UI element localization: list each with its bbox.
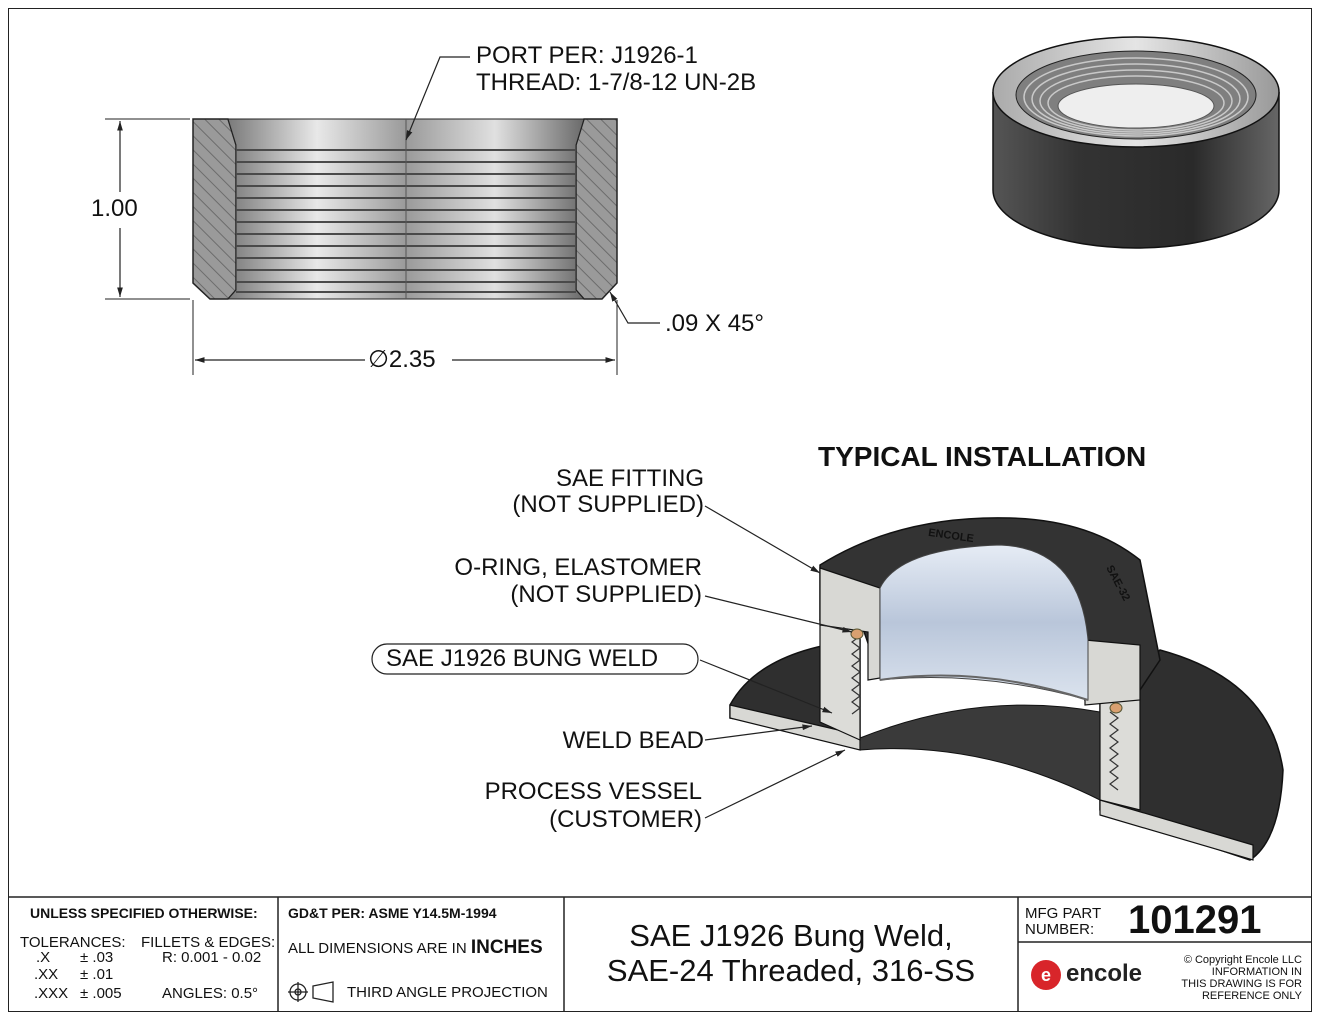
tol-x-value: ± .03 bbox=[80, 949, 114, 966]
label-bung-weld: SAE J1926 BUNG WELD bbox=[386, 645, 659, 672]
unless-specified: UNLESS SPECIFIED OTHERWISE: bbox=[30, 905, 258, 921]
gdt-standard: GD&T PER: ASME Y14.5M-1994 bbox=[288, 905, 497, 921]
copyright-line3: THIS DRAWING IS FOR bbox=[1181, 978, 1302, 990]
height-dimension: 1.00 bbox=[91, 195, 138, 222]
angles: ANGLES: 0.5° bbox=[162, 985, 259, 1002]
copyright-line4: REFERENCE ONLY bbox=[1201, 990, 1302, 1002]
label-process-vessel: PROCESS VESSEL bbox=[484, 778, 702, 805]
tol-xxx: .XXX bbox=[34, 985, 69, 1002]
dimensions-note: ALL DIMENSIONS ARE IN INCHES bbox=[288, 937, 543, 958]
encole-logo-icon: e bbox=[1031, 960, 1061, 990]
logo-wordmark: encole bbox=[1066, 960, 1143, 987]
tol-x: .X bbox=[36, 949, 51, 966]
label-process-vessel-note: (CUSTOMER) bbox=[549, 806, 702, 833]
svg-text:e: e bbox=[1041, 965, 1051, 985]
fillets-label: FILLETS & EDGES: bbox=[141, 934, 276, 951]
projection-note: THIRD ANGLE PROJECTION bbox=[347, 984, 548, 1001]
label-o-ring-note: (NOT SUPPLIED) bbox=[510, 581, 702, 608]
drawing-title-line2: SAE-24 Threaded, 316-SS bbox=[606, 953, 976, 988]
copyright-line2: INFORMATION IN bbox=[1211, 966, 1302, 978]
port-callout-line1: PORT PER: J1926-1 bbox=[476, 42, 698, 69]
chamfer-dimension: .09 X 45° bbox=[665, 310, 764, 337]
tolerances-label: TOLERANCES: bbox=[20, 934, 126, 951]
title-block-lines bbox=[8, 896, 1312, 1012]
mfg-number-label: NUMBER: bbox=[1025, 921, 1095, 938]
tol-xx-value: ± .01 bbox=[80, 966, 114, 983]
label-weld-bead: WELD BEAD bbox=[562, 727, 704, 754]
mfg-part-label: MFG PART bbox=[1025, 905, 1102, 922]
diameter-dimension: ∅2.35 bbox=[368, 346, 436, 373]
section-view bbox=[105, 56, 660, 375]
tol-xxx-value: ± .005 bbox=[80, 985, 122, 1002]
installation-view bbox=[371, 505, 1284, 861]
label-sae-fitting-note: (NOT SUPPLIED) bbox=[512, 491, 704, 518]
dimensions-unit: INCHES bbox=[470, 937, 543, 958]
diameter-symbol: ∅ bbox=[368, 346, 389, 373]
iso-ring-view bbox=[992, 36, 1280, 249]
label-o-ring: O-RING, ELASTOMER bbox=[454, 554, 702, 581]
drawing-sheet bbox=[8, 8, 1312, 1012]
port-callout-line2: THREAD: 1-7/8-12 UN-2B bbox=[476, 69, 757, 96]
drawing-title-line1: SAE J1926 Bung Weld, bbox=[629, 918, 953, 953]
fillets-value: R: 0.001 - 0.02 bbox=[162, 949, 262, 966]
part-number: 101291 bbox=[1128, 898, 1262, 942]
label-sae-fitting: SAE FITTING bbox=[555, 465, 704, 492]
third-angle-projection-icon bbox=[288, 981, 334, 1003]
tol-xx: .XX bbox=[34, 966, 59, 983]
installation-title: TYPICAL INSTALLATION bbox=[818, 441, 1147, 472]
copyright-line1: © Copyright Encole LLC bbox=[1183, 954, 1302, 966]
